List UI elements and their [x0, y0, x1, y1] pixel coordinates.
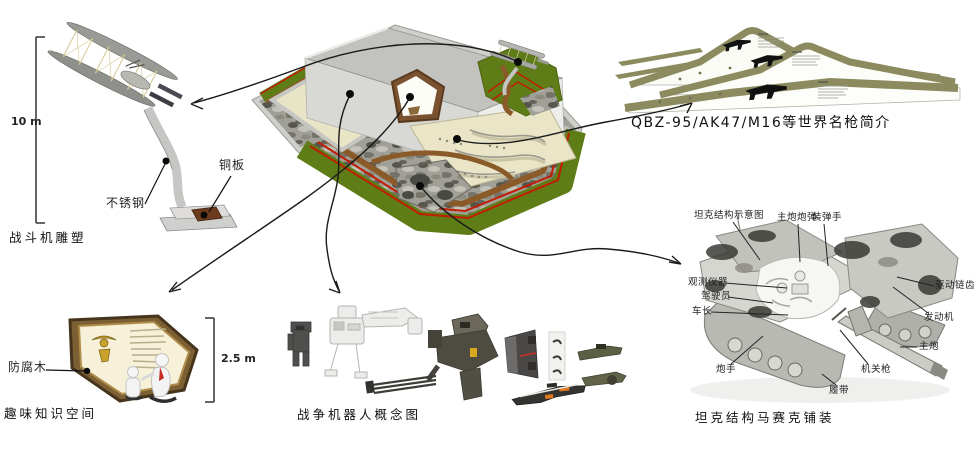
tank-label-observation: 观测仪器	[688, 277, 729, 288]
visitor-figures	[125, 353, 177, 403]
war-robots-drawing	[287, 305, 627, 406]
leader-dot-copper	[200, 211, 208, 219]
arrowhead-jet	[190, 97, 204, 110]
arrowhead-robots	[328, 280, 341, 294]
jet-sculpture-drawing	[35, 22, 238, 232]
height-bracket-10m	[35, 36, 45, 224]
leader-curve-tank	[420, 186, 680, 264]
icon-strip	[548, 331, 566, 381]
leader-dot-gundisplay	[453, 135, 461, 143]
grass-band	[296, 128, 586, 235]
arrowhead-guns	[679, 102, 693, 114]
height-bracket-2-5m	[205, 317, 215, 403]
leader-dot-mosaic	[416, 182, 424, 190]
tank-cutaway-interior	[755, 256, 841, 320]
famous-guns-drawing	[615, 27, 961, 114]
tank-label-loader: 装弹手	[812, 212, 843, 223]
leader-dot-wall	[346, 90, 354, 98]
sketch-mech	[324, 305, 423, 379]
olive-weapons	[577, 344, 627, 387]
leader-curve-room	[171, 98, 410, 291]
panel-text-lines	[129, 328, 167, 369]
guns-caption: QBZ-95/AK47/M16等世界名枪简介	[631, 115, 891, 131]
tank-label-shell: 主炮炮弹	[777, 212, 818, 223]
tank-label-sprocket: 驱动链齿	[935, 280, 976, 291]
gold-emblem	[91, 335, 117, 363]
jet-height-label: 10 m	[11, 115, 42, 128]
dark-wedge-device	[504, 329, 539, 379]
big-olive-mech	[365, 313, 499, 401]
orange-rifle	[511, 382, 586, 406]
tank-label-leaders	[710, 221, 935, 386]
tank-caption: 坦克结构马赛克铺装	[695, 410, 835, 425]
room-caption: 趣味知识空间	[4, 406, 98, 421]
tank-label-main-gun: 主炮	[919, 341, 940, 352]
panel-text-blocks	[758, 33, 848, 99]
sculpture-pole	[143, 106, 187, 209]
steel-label: 不锈钢	[106, 196, 146, 210]
small-dark-mech	[287, 321, 312, 367]
tank-label-machine-gun: 机关枪	[861, 364, 892, 375]
tank-label-track: 履带	[829, 385, 850, 396]
copper-label: 铜板	[219, 158, 246, 172]
tank-mosaic-area	[371, 150, 515, 213]
tank-label-gunner: 炮手	[716, 364, 737, 375]
leader-curve-jet	[193, 43, 519, 104]
leader-curve-robots	[325, 94, 351, 292]
tank-title: 坦克结构示意图	[694, 210, 765, 221]
knowledge-room-drawing	[45, 314, 215, 403]
wood-leader-line	[45, 369, 87, 372]
arrowhead-tank	[668, 255, 682, 265]
leader-dot-biplane	[514, 58, 522, 66]
jet-caption: 战斗机雕塑	[9, 230, 87, 245]
room-height-label: 2.5 m	[221, 352, 256, 365]
arrowhead-room	[168, 281, 182, 293]
leader-dot-pentagon	[406, 93, 414, 101]
tank-label-driver: 驾驶员	[701, 291, 732, 302]
leader-dot-steel	[162, 157, 170, 165]
tank-label-commander: 车长	[692, 306, 713, 317]
robots-caption: 战争机器人概念图	[297, 407, 422, 422]
rifle-silhouettes	[722, 39, 787, 101]
tank-structure-drawing	[690, 209, 959, 403]
material-leader-lines	[144, 161, 232, 213]
leader-dot-wood	[83, 367, 91, 375]
tank-label-engine: 发动机	[924, 312, 955, 323]
wood-label: 防腐木	[8, 360, 48, 374]
leader-curve-guns	[457, 103, 690, 145]
tank-main-gun	[831, 305, 948, 380]
biplane-sculpture	[47, 22, 183, 108]
